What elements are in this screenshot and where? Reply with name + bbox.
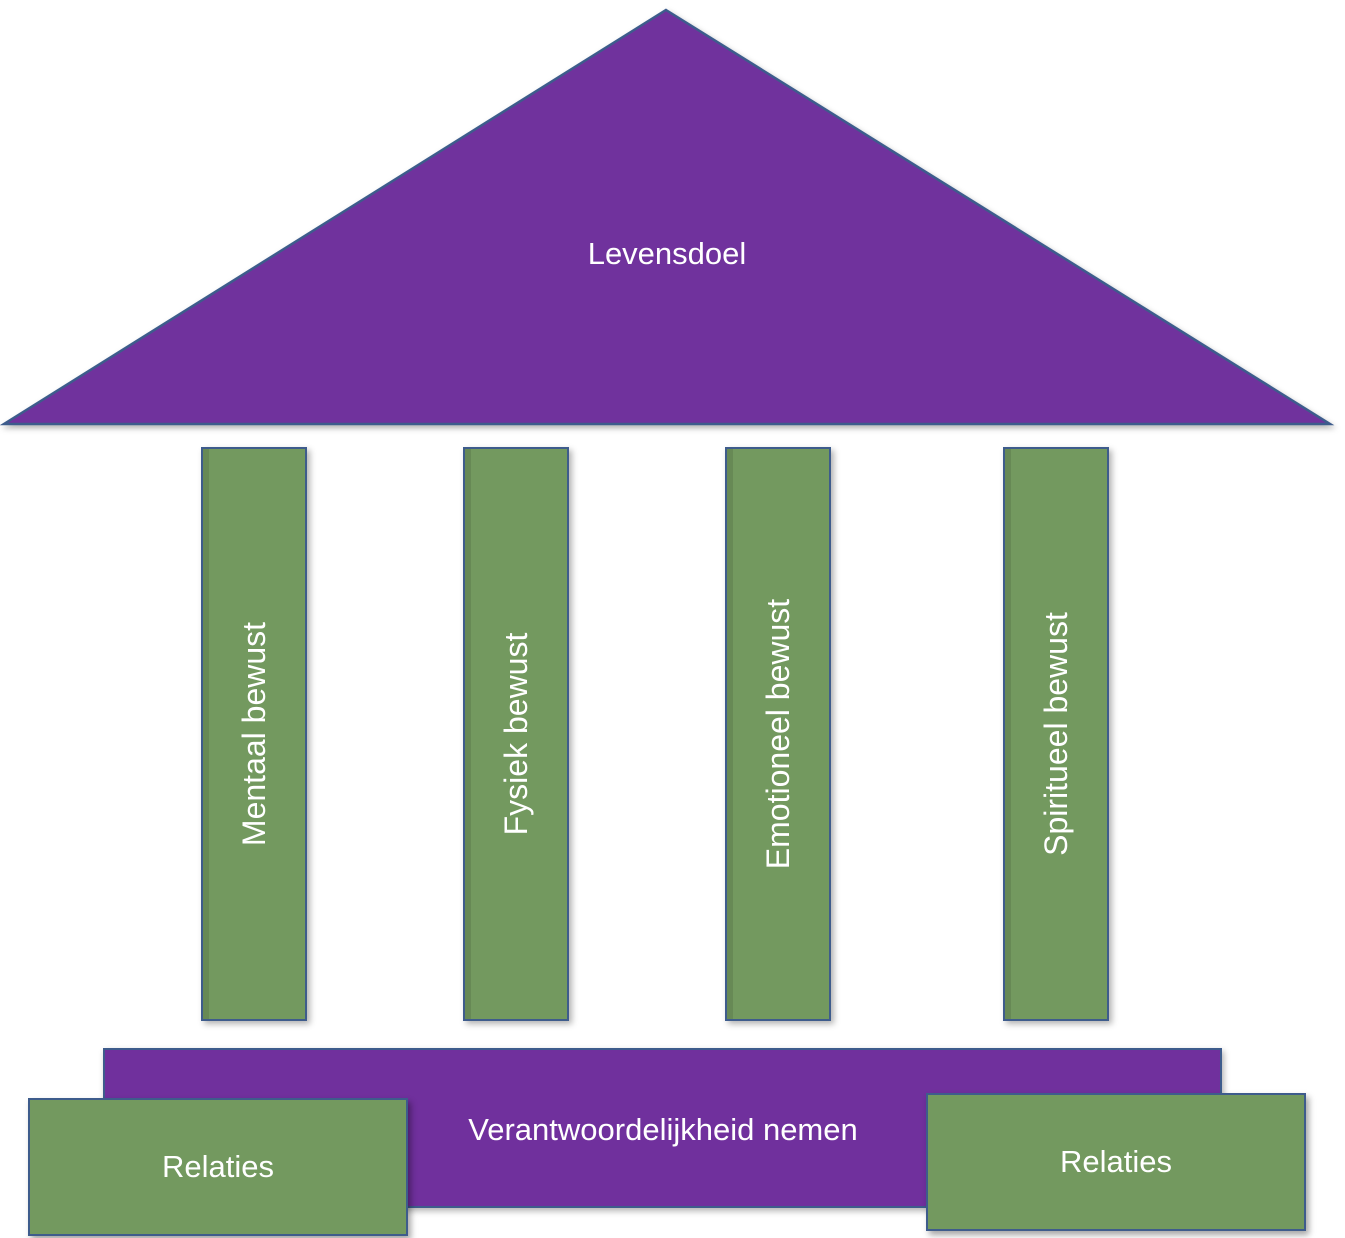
foundation-label: Verantwoordelijkheid nemen [468, 1112, 858, 1147]
pillar-fysiek: Fysiek bewust [463, 447, 569, 1021]
relaties-box-right: Relaties [926, 1093, 1306, 1231]
pillar-mentaal: Mentaal bewust [201, 447, 307, 1021]
pillar-label: Mentaal bewust [236, 621, 272, 847]
pillar-label: Spiritueel bewust [1038, 612, 1074, 856]
roof-triangle [0, 8, 1335, 426]
roof-shape [0, 8, 1335, 426]
pillar-emotioneel: Emotioneel bewust [725, 447, 831, 1021]
pillar-label: Fysiek bewust [498, 632, 534, 836]
relaties-box-left: Relaties [28, 1098, 408, 1236]
relaties-label-left: Relaties [162, 1149, 274, 1184]
pillar-spiritueel: Spiritueel bewust [1003, 447, 1109, 1021]
roof-label: Levensdoel [587, 236, 747, 271]
relaties-label-right: Relaties [1060, 1144, 1172, 1179]
pillar-label: Emotioneel bewust [760, 598, 796, 870]
